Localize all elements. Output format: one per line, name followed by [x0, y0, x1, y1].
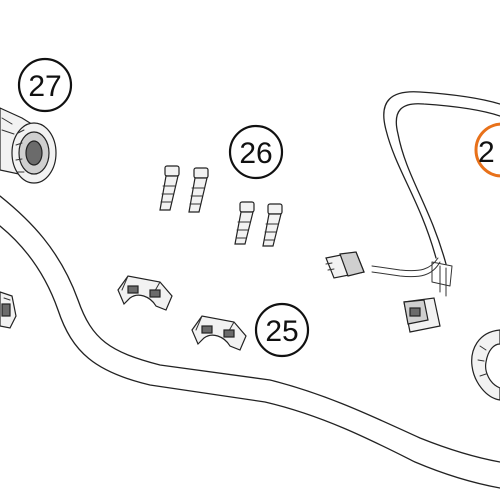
right-ring-fragment	[471, 329, 500, 401]
wiring-harness[interactable]	[371, 91, 500, 297]
callout-25[interactable]: 25	[254, 302, 310, 358]
handlebar	[0, 195, 500, 489]
callout-27[interactable]: 27	[17, 57, 73, 113]
callout-24-label: 2	[478, 136, 495, 169]
bolt	[159, 165, 180, 211]
callout-26-label: 26	[239, 137, 272, 170]
clamp-lower	[191, 315, 247, 351]
connector-bottom	[403, 297, 441, 333]
left-clamp-fragment	[0, 291, 17, 329]
part-26-bolts[interactable]	[159, 165, 283, 247]
bolt	[234, 201, 255, 245]
connector-left	[325, 251, 365, 279]
bolt	[188, 167, 209, 213]
callout-25-label: 25	[265, 315, 298, 348]
callout-27-label: 27	[28, 70, 61, 103]
part-25-clamps[interactable]	[117, 275, 247, 351]
clamp-upper	[117, 275, 173, 311]
bolt	[262, 203, 283, 247]
callout-26[interactable]: 26	[228, 124, 284, 180]
callout-24-highlighted[interactable]: 2	[474, 122, 500, 178]
part-27-grip-housing[interactable]	[0, 107, 57, 184]
